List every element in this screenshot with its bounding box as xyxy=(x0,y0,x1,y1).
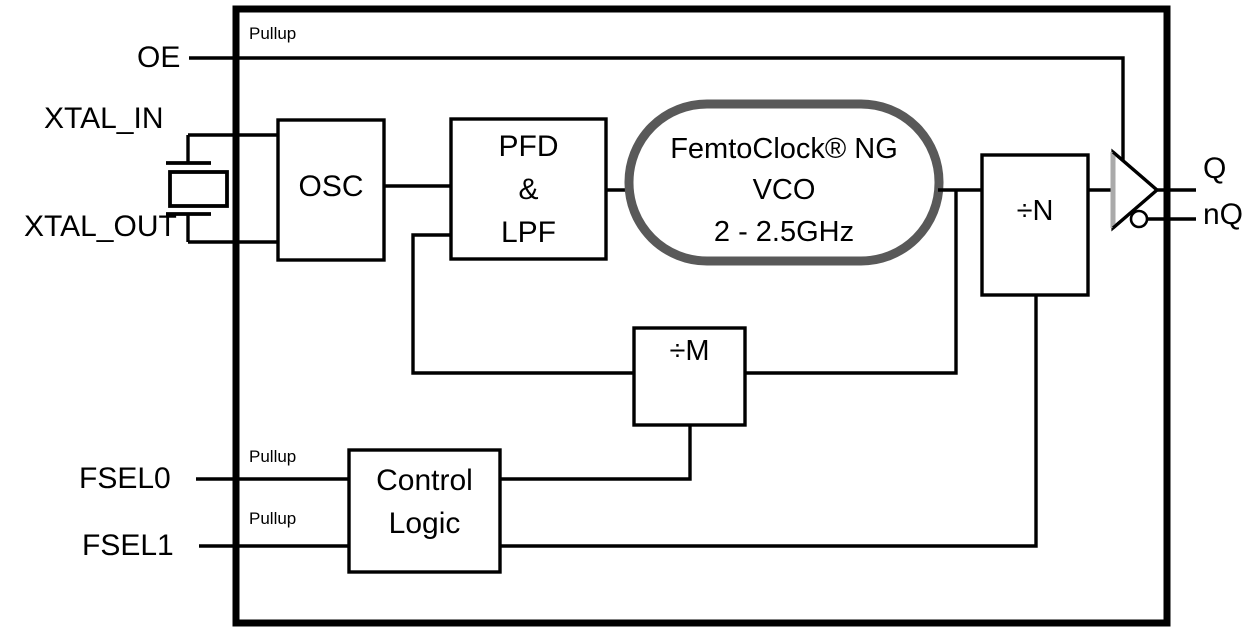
oe-input-wire xyxy=(189,56,1125,160)
vco-block-label-line3: 2 - 2.5GHz xyxy=(713,216,855,248)
device-outline xyxy=(232,5,1171,627)
vco-block xyxy=(624,99,944,266)
pin-label-fsel0: FSEL0 xyxy=(79,462,171,495)
pin-label-oe: OE xyxy=(137,41,181,74)
vco-feedback-to-divm-wire xyxy=(745,190,958,375)
output-buffer-symbol xyxy=(1110,148,1160,232)
pfd-block-label-line2: & xyxy=(518,173,539,206)
osc-block-label: OSC xyxy=(298,170,364,203)
pfd-block-label-line3: LPF xyxy=(500,216,557,249)
div-n-block xyxy=(980,153,1090,297)
pullup-label-fsel0: Pullup xyxy=(249,447,297,466)
vco-block-label-line1: FemtoClock® NG xyxy=(670,133,898,165)
div-n-block-label: ÷N xyxy=(1016,195,1054,227)
pin-label-fsel1: FSEL1 xyxy=(82,529,174,562)
div-m-block-label: ÷M xyxy=(669,335,710,367)
osc-block xyxy=(276,118,386,262)
divm-to-pfd-feedback-wire xyxy=(411,233,634,375)
pin-label-xtal-in: XTAL_IN xyxy=(44,102,164,135)
control-logic-label-line1: Control xyxy=(376,464,473,497)
control-logic-label-line2: Logic xyxy=(388,507,461,540)
inverting-bubble-icon xyxy=(1129,209,1149,229)
divm-control-wire xyxy=(500,425,692,481)
crystal-symbol xyxy=(166,135,229,242)
pin-label-xtal-out: XTAL_OUT xyxy=(24,210,177,243)
vco-block-label-line2: VCO xyxy=(752,174,816,206)
pullup-label-oe: Pullup xyxy=(249,24,297,43)
control-logic-block xyxy=(347,448,502,574)
divn-control-wire xyxy=(500,295,1038,548)
pin-label-q: Q xyxy=(1203,152,1227,185)
pullup-label-fsel1: Pullup xyxy=(249,509,297,528)
pin-label-nq: nQ xyxy=(1203,198,1244,231)
div-m-block xyxy=(632,326,747,427)
pfd-block-label-line1: PFD xyxy=(498,130,559,163)
